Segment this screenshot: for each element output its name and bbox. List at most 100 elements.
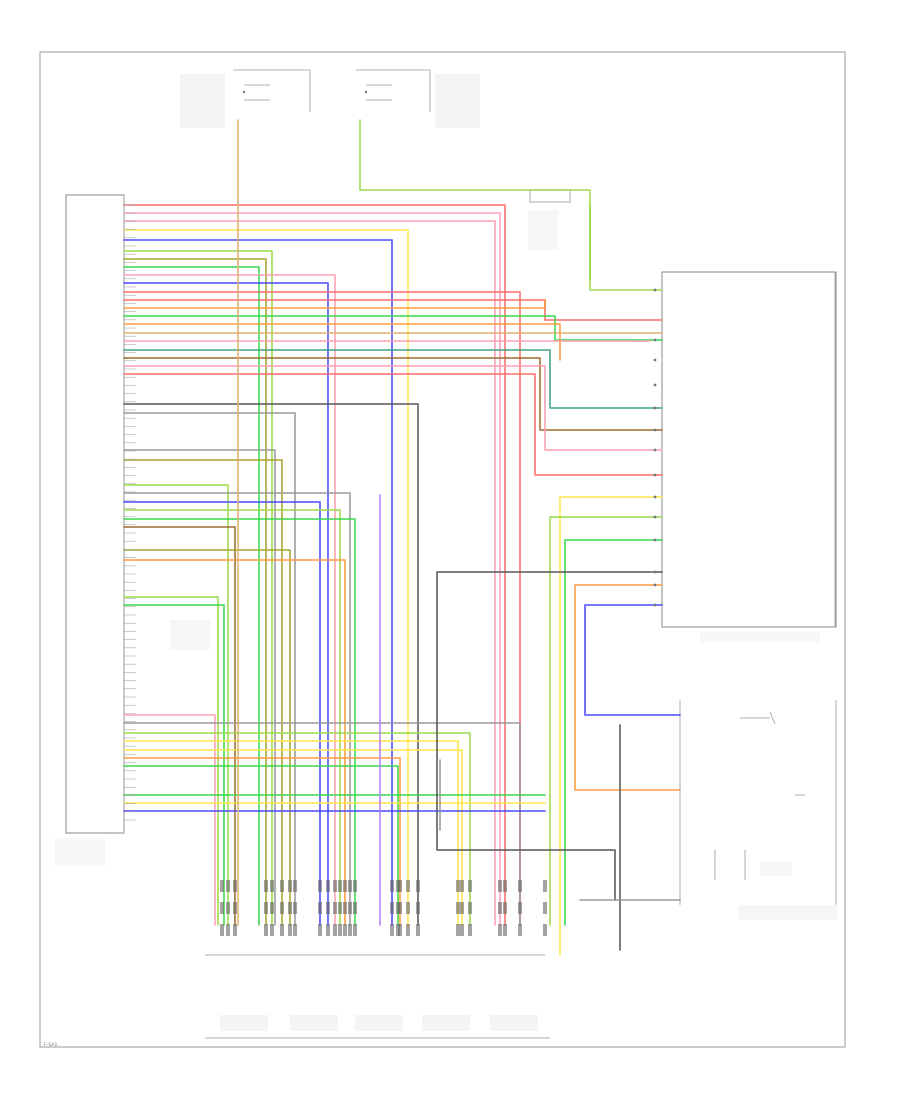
motor-terminal xyxy=(390,924,394,936)
wire-30 xyxy=(123,518,356,926)
wire-18 xyxy=(123,349,663,409)
motor-terminal xyxy=(348,880,352,892)
motor-terminal xyxy=(518,902,522,914)
motor-terminal xyxy=(468,924,472,936)
motor-terminal xyxy=(498,924,502,936)
motor-terminal xyxy=(270,924,274,936)
motor-terminal xyxy=(398,880,402,892)
wire-28 xyxy=(123,501,321,926)
motor-terminal xyxy=(220,924,224,936)
motor-terminal xyxy=(390,880,394,892)
wire-47 xyxy=(359,119,663,291)
motor-terminal xyxy=(503,880,507,892)
motor-terminal xyxy=(456,902,460,914)
motor-terminal xyxy=(264,902,268,914)
motor-terminal xyxy=(353,880,357,892)
diagram-frame xyxy=(39,51,846,1048)
motor-terminal xyxy=(293,924,297,936)
wire-27 xyxy=(123,492,351,926)
motor-terminal xyxy=(318,924,322,936)
motor-terminal xyxy=(518,880,522,892)
motor-terminal xyxy=(543,880,547,892)
motor-terminal xyxy=(233,924,237,936)
motor-terminal xyxy=(416,902,420,914)
wire-31 xyxy=(123,526,236,926)
motor-terminal xyxy=(503,902,507,914)
motor-terminal xyxy=(406,924,410,936)
motor-terminal xyxy=(338,924,342,936)
wire-29 xyxy=(123,509,341,926)
switch-panel-pin xyxy=(653,358,657,362)
motor-terminal xyxy=(288,902,292,914)
motor-terminal xyxy=(353,902,357,914)
motor-terminal xyxy=(343,902,347,914)
wire-21 xyxy=(123,373,663,476)
wire-32 xyxy=(123,549,291,926)
motor-terminal xyxy=(288,880,292,892)
wire-8 xyxy=(123,266,260,926)
switch-panel-pin xyxy=(653,538,657,542)
pin-marks xyxy=(124,204,657,936)
motor-terminal xyxy=(333,880,337,892)
motor-terminal xyxy=(343,924,347,936)
wire-49 xyxy=(559,496,663,956)
motor-terminal xyxy=(468,902,472,914)
wire-51 xyxy=(564,539,663,926)
motor-terminal xyxy=(226,880,230,892)
motor-terminal xyxy=(220,902,224,914)
wire-42 xyxy=(123,765,399,926)
motor-terminal xyxy=(343,880,347,892)
wire-39 xyxy=(123,740,459,926)
motor-terminal xyxy=(398,924,402,936)
motor-terminal xyxy=(318,880,322,892)
inline-connector-left xyxy=(170,620,210,650)
motor-terminal xyxy=(406,902,410,914)
motor-terminal xyxy=(338,880,342,892)
motor-terminal xyxy=(460,924,464,936)
motor-terminal xyxy=(280,880,284,892)
motor-terminal xyxy=(406,880,410,892)
wire-23 xyxy=(123,412,296,926)
wire-6 xyxy=(123,250,273,926)
wire-35 xyxy=(123,604,225,926)
switch-panel-pin xyxy=(653,338,657,342)
motor-terminal xyxy=(498,880,502,892)
wire-34 xyxy=(123,596,219,926)
wire-10 xyxy=(123,282,329,926)
motor-terminal xyxy=(390,902,394,914)
motor-terminal xyxy=(518,924,522,936)
motor-terminal xyxy=(416,880,420,892)
motor-terminal xyxy=(264,880,268,892)
motor-terminal xyxy=(460,880,464,892)
motor-terminal xyxy=(226,924,230,936)
motor-terminal xyxy=(270,902,274,914)
fuse-box-feed-right xyxy=(356,69,480,128)
memory-seat-control-unit xyxy=(55,194,125,866)
switch-panel-pin xyxy=(653,495,657,499)
motor-terminal xyxy=(543,924,547,936)
wire-14 xyxy=(123,315,663,341)
switch-panel-pin xyxy=(653,473,657,477)
wire-26 xyxy=(123,484,229,926)
switch-panel-pin xyxy=(653,570,657,574)
switch-panel-pin xyxy=(653,428,657,432)
motor-terminal xyxy=(456,880,460,892)
wire-12 xyxy=(123,299,663,321)
switch-panel-pin xyxy=(653,406,657,410)
switch-panel-pin xyxy=(653,383,657,387)
motor-terminal xyxy=(226,902,230,914)
wire-24 xyxy=(123,449,276,926)
wire-50 xyxy=(549,516,663,926)
wire-22 xyxy=(123,403,419,926)
wire-54 xyxy=(584,604,681,716)
wire-38 xyxy=(123,732,471,926)
fuse-box-feed-left xyxy=(180,69,311,128)
motor-terminal xyxy=(498,902,502,914)
wire-7 xyxy=(123,258,267,926)
wire-52 xyxy=(436,571,663,901)
wire-53 xyxy=(574,584,681,791)
memory-seat-switch-panel xyxy=(661,271,837,642)
footer-code: F-SA1 xyxy=(44,1042,57,1048)
wire-40 xyxy=(123,749,463,926)
motor-terminal xyxy=(280,924,284,936)
